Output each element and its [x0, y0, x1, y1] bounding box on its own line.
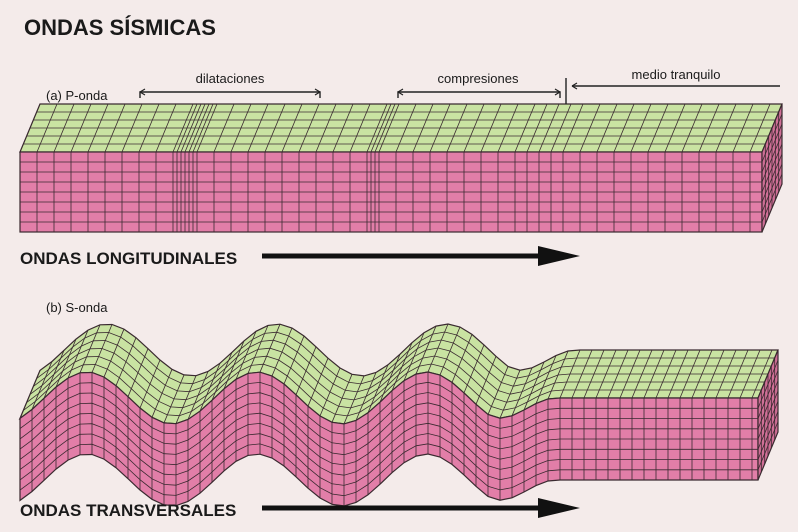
longitudinal-arrow [262, 246, 580, 266]
s-grid-lines [19, 323, 779, 506]
p-wave-block [19, 103, 783, 233]
dilataciones-bracket [139, 88, 321, 98]
medio-tranquilo-bracket [565, 78, 780, 104]
transverse-caption: ONDAS TRANSVERSALES [20, 501, 236, 520]
transverse-arrow [262, 498, 580, 518]
longitudinal-caption: ONDAS LONGITUDINALES [20, 249, 237, 268]
p-wave-label: (a) P-onda [46, 88, 108, 103]
s-wave-block [18, 323, 779, 507]
compresiones-label: compresiones [438, 71, 519, 86]
page-title: ONDAS SÍSMICAS [24, 15, 216, 40]
s-wave-label: (b) S-onda [46, 300, 108, 315]
dilataciones-label: dilataciones [196, 71, 265, 86]
p-grid-lines [19, 103, 783, 232]
medio-tranquilo-label: medio tranquilo [632, 67, 721, 82]
compresiones-bracket [397, 88, 561, 98]
